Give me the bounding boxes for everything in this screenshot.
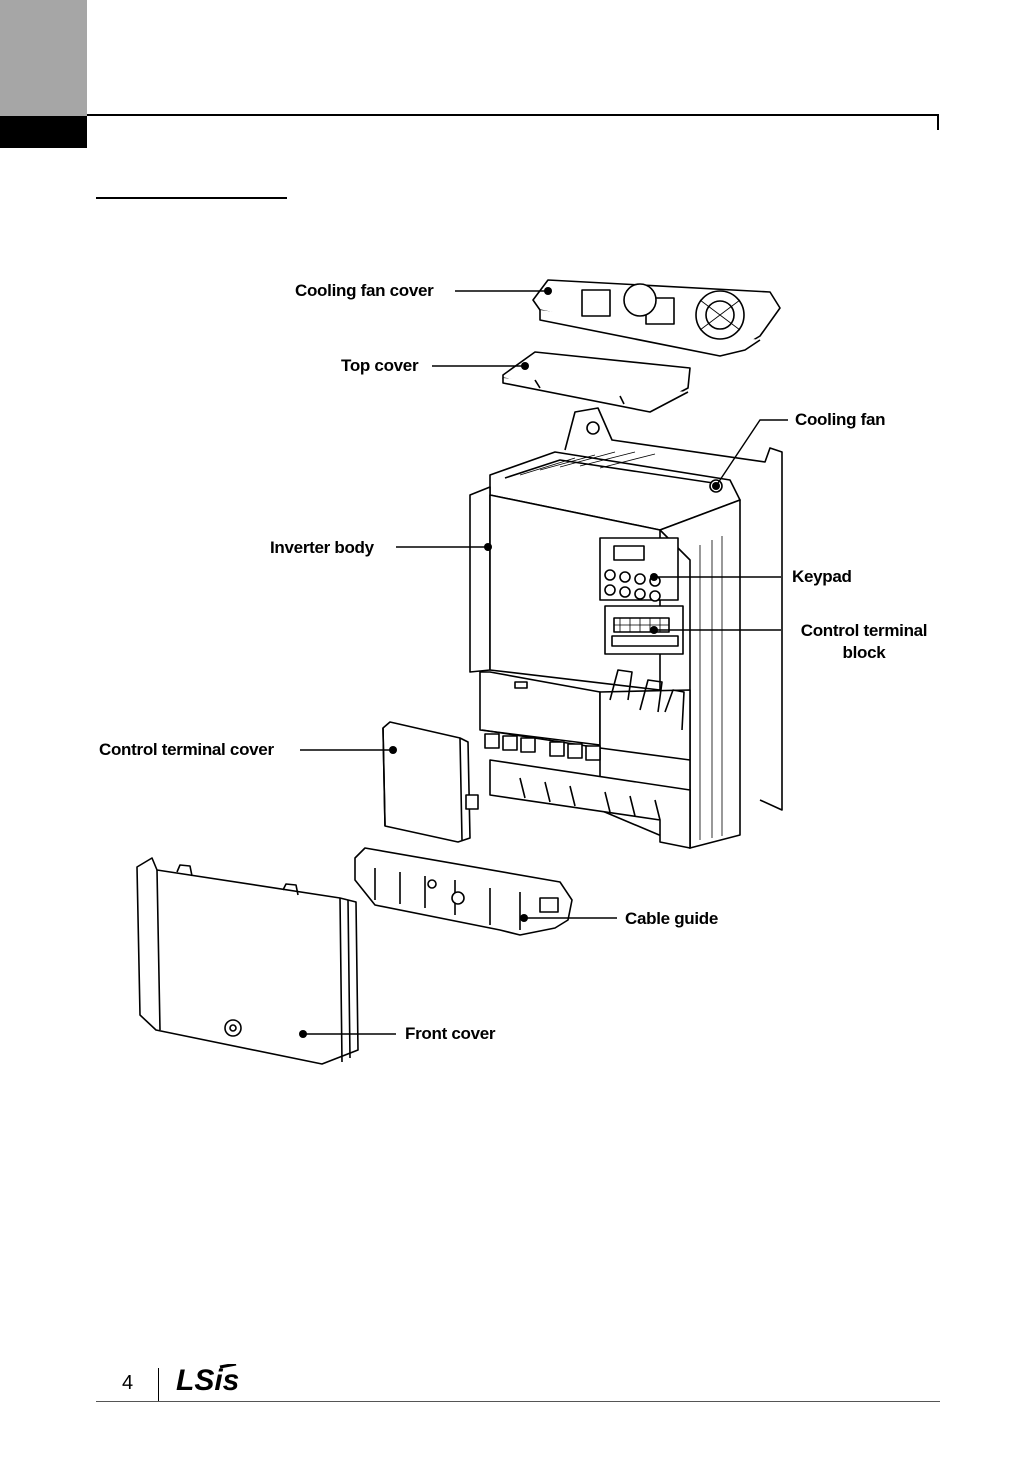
lsis-logo-text: LSis bbox=[176, 1364, 239, 1394]
label-control-terminal-block-line2: block bbox=[791, 642, 937, 664]
inverter-body-drawing bbox=[470, 408, 782, 848]
footer-rule bbox=[96, 1401, 940, 1402]
label-front-cover: Front cover bbox=[405, 1023, 495, 1045]
lsis-logo: LSis bbox=[176, 1364, 266, 1394]
dot-cable-guide bbox=[520, 914, 528, 922]
label-control-terminal-block: Control terminal block bbox=[791, 620, 937, 664]
label-inverter-body: Inverter body bbox=[270, 537, 374, 559]
dot-inverter-body bbox=[484, 543, 492, 551]
dot-front-cover bbox=[299, 1030, 307, 1038]
label-cooling-fan: Cooling fan bbox=[795, 409, 885, 431]
label-control-terminal-cover: Control terminal cover bbox=[99, 739, 274, 761]
cooling-fan-cover-drawing bbox=[533, 280, 780, 356]
dot-control-terminal-block bbox=[650, 626, 658, 634]
label-cable-guide: Cable guide bbox=[625, 908, 718, 930]
dot-keypad bbox=[650, 573, 658, 581]
dot-top-cover bbox=[521, 362, 529, 370]
dot-control-terminal-cover bbox=[389, 746, 397, 754]
dot-cooling-fan bbox=[712, 482, 720, 490]
dot-cooling-fan-cover bbox=[544, 287, 552, 295]
label-control-terminal-block-line1: Control terminal bbox=[791, 620, 937, 642]
cable-guide-drawing bbox=[355, 848, 572, 935]
footer-separator bbox=[158, 1368, 159, 1402]
page-number: 4 bbox=[122, 1372, 133, 1395]
label-top-cover: Top cover bbox=[341, 355, 418, 377]
label-keypad: Keypad bbox=[792, 566, 852, 588]
front-cover-drawing bbox=[137, 858, 358, 1064]
top-cover-drawing bbox=[503, 352, 690, 412]
label-cooling-fan-cover: Cooling fan cover bbox=[295, 280, 433, 302]
control-terminal-cover-drawing bbox=[383, 722, 478, 842]
